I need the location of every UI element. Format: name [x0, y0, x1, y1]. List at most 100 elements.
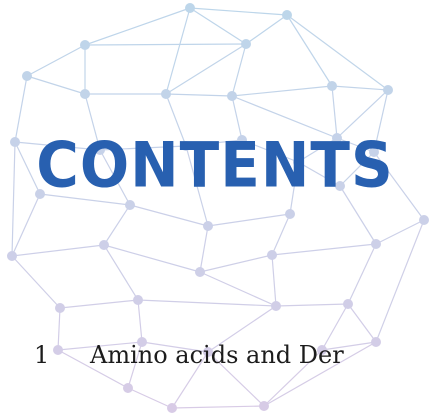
network-node — [203, 221, 213, 231]
network-edge — [271, 213, 291, 256]
network-edge — [165, 93, 233, 97]
network-edge — [11, 141, 16, 257]
network-edge — [84, 7, 191, 46]
network-edge — [297, 137, 338, 163]
page-title: CONTENTS — [36, 128, 394, 202]
network-edge — [137, 299, 143, 343]
network-edge — [171, 405, 265, 409]
network-node — [22, 71, 32, 81]
network-edge — [127, 387, 173, 409]
network-edge — [14, 141, 101, 151]
network-node — [317, 345, 327, 355]
network-node — [293, 157, 303, 167]
network-edge — [245, 14, 288, 45]
network-node — [237, 135, 247, 145]
network-node — [185, 3, 195, 13]
network-node — [343, 299, 353, 309]
network-node — [80, 89, 90, 99]
network-edge — [199, 271, 277, 307]
network-edge — [207, 351, 265, 407]
network-edge — [127, 341, 143, 389]
network-edge — [103, 244, 201, 273]
network-node — [123, 383, 133, 393]
network-edge — [271, 243, 377, 256]
network-edge — [171, 351, 209, 409]
network-edge — [129, 204, 209, 227]
network-edge — [331, 85, 338, 139]
network-edge — [339, 185, 377, 245]
network-edge — [336, 137, 375, 153]
network-node — [167, 403, 177, 413]
network-edge — [59, 299, 139, 309]
network-edge — [103, 244, 139, 301]
network-edge — [289, 161, 299, 215]
network-edge — [275, 303, 349, 307]
toc-item-number: 1 — [34, 342, 50, 369]
network-node — [80, 40, 90, 50]
network-node — [35, 189, 45, 199]
network-node — [161, 89, 171, 99]
network-edge — [231, 95, 243, 141]
network-edge — [207, 213, 291, 227]
network-edge — [321, 303, 349, 351]
toc-item: 1 Amino acids and Der — [34, 342, 430, 368]
network-node — [335, 181, 345, 191]
network-edge — [375, 219, 425, 245]
network-node — [371, 337, 381, 347]
network-edge — [39, 193, 131, 206]
network-edge — [339, 151, 375, 187]
network-node — [267, 250, 277, 260]
network-edge — [26, 44, 86, 77]
network-node — [10, 137, 20, 147]
network-edge — [271, 254, 277, 307]
network-node — [285, 209, 295, 219]
network-node — [133, 295, 143, 305]
network-edge — [347, 243, 377, 305]
network-node — [55, 303, 65, 313]
network-node — [7, 251, 17, 261]
network-edge — [57, 307, 61, 351]
network-edge — [189, 7, 247, 45]
network-node — [371, 239, 381, 249]
network-edge — [57, 349, 129, 389]
network-edge — [84, 93, 101, 151]
network-edge — [11, 244, 105, 257]
network-node — [203, 347, 213, 357]
network-node — [327, 81, 337, 91]
network-node — [125, 200, 135, 210]
network-edge — [99, 149, 131, 206]
network-node — [195, 267, 205, 277]
network-edge — [165, 7, 191, 95]
network-node — [137, 337, 147, 347]
network-edge — [185, 139, 243, 147]
network-edge — [11, 193, 41, 257]
network-node — [259, 401, 269, 411]
network-edge — [263, 341, 377, 407]
network-edge — [297, 161, 341, 187]
network-node — [53, 345, 63, 355]
network-node — [241, 39, 251, 49]
network-node — [369, 147, 379, 157]
network-edge — [141, 341, 209, 353]
network-edge — [189, 7, 288, 16]
toc-item-text: Amino acids and Der — [90, 342, 344, 369]
network-node — [99, 240, 109, 250]
network-edge — [286, 14, 333, 87]
network-edge — [199, 254, 273, 273]
network-edge — [137, 299, 277, 307]
network-node — [332, 133, 342, 143]
network-edge — [347, 303, 377, 343]
network-edge — [263, 349, 323, 407]
network-edge — [373, 151, 425, 221]
network-edge — [286, 14, 389, 91]
network-node — [95, 145, 105, 155]
network-edge — [165, 43, 247, 95]
network-edge — [231, 43, 247, 97]
network-edge — [321, 341, 377, 351]
network-node — [419, 215, 429, 225]
network-edge — [207, 305, 277, 353]
network-node — [271, 301, 281, 311]
network-edge — [199, 225, 209, 273]
network-edge — [375, 219, 425, 343]
